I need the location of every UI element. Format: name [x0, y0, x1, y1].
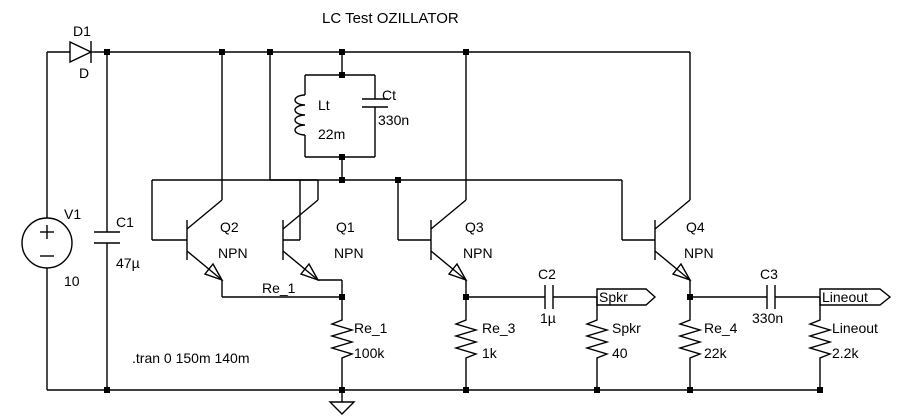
- q2-value-label: NPN: [218, 245, 248, 261]
- c1-value-label: 47µ: [116, 255, 140, 271]
- c1-ref-label: C1: [116, 214, 134, 230]
- lt-ref-label: Lt: [318, 97, 330, 113]
- d1-ref-label: D1: [73, 23, 91, 39]
- re4-ref-label: Re_4: [704, 320, 738, 336]
- c3-ref-label: C3: [760, 266, 778, 282]
- v1-value-label: 10: [64, 273, 80, 289]
- resistor-re1: Re_1 100k: [329, 316, 388, 362]
- c2-value-label: 1µ: [540, 310, 556, 326]
- port-lineout-label: Lineout: [822, 289, 868, 305]
- inductor-lt: Lt 22m: [294, 94, 345, 142]
- port-spkr: Spkr: [596, 288, 657, 306]
- q1-ref-label: Q1: [336, 219, 355, 235]
- spkr-ref-label: Spkr: [612, 320, 641, 336]
- transistor-q3: Q3 NPN: [430, 199, 493, 282]
- ct-value-label: 330n: [378, 112, 409, 128]
- port-lineout: Lineout: [819, 288, 892, 306]
- ground-symbol: [328, 401, 356, 415]
- spice-directive: .tran 0 150m 140m: [132, 350, 250, 366]
- junction-dots: [104, 49, 823, 393]
- re1-ref-label: Re_1: [354, 320, 388, 336]
- resistor-re4: Re_4 22k: [677, 316, 738, 362]
- resistor-re3: Re_3 1k: [453, 316, 516, 362]
- net-label-re1: Re_1: [262, 280, 296, 296]
- q4-ref-label: Q4: [686, 219, 705, 235]
- spkr-value-label: 40: [612, 345, 628, 361]
- voltage-source-v1: V1 10: [21, 206, 81, 289]
- q4-value-label: NPN: [684, 245, 714, 261]
- lt-value-label: 22m: [318, 126, 345, 142]
- q3-value-label: NPN: [463, 245, 493, 261]
- ct-ref-label: Ct: [382, 87, 396, 103]
- capacitor-c2: C2 1µ: [538, 266, 556, 326]
- transistor-q2: Q2 NPN: [186, 199, 248, 282]
- resistor-spkr: Spkr 40: [584, 316, 641, 362]
- port-spkr-label: Spkr: [599, 289, 628, 305]
- re3-ref-label: Re_3: [482, 320, 516, 336]
- transistor-q4: Q4 NPN: [654, 199, 714, 282]
- resistor-lineout: Lineout 2.2k: [807, 316, 878, 362]
- re4-value-label: 22k: [704, 345, 728, 361]
- capacitor-ct: Ct 330n: [362, 87, 409, 128]
- capacitor-c3: C3 330n: [752, 266, 783, 326]
- d1-value-label: D: [79, 65, 89, 81]
- transistor-q1: Q1 NPN: [282, 199, 364, 282]
- lineout-value-label: 2.2k: [832, 345, 859, 361]
- capacitor-c1: C1 47µ: [94, 214, 140, 271]
- v1-ref-label: V1: [64, 206, 81, 222]
- diode-d1: D1 D: [69, 23, 95, 81]
- q3-ref-label: Q3: [465, 219, 484, 235]
- q1-value-label: NPN: [334, 245, 364, 261]
- schematic-title: LC Test OZILLATOR: [322, 10, 459, 27]
- lineout-ref-label: Lineout: [832, 320, 878, 336]
- re3-value-label: 1k: [482, 345, 498, 361]
- c3-value-label: 330n: [752, 310, 783, 326]
- c2-ref-label: C2: [538, 266, 556, 282]
- q2-ref-label: Q2: [220, 219, 239, 235]
- re1-value-label: 100k: [354, 345, 385, 361]
